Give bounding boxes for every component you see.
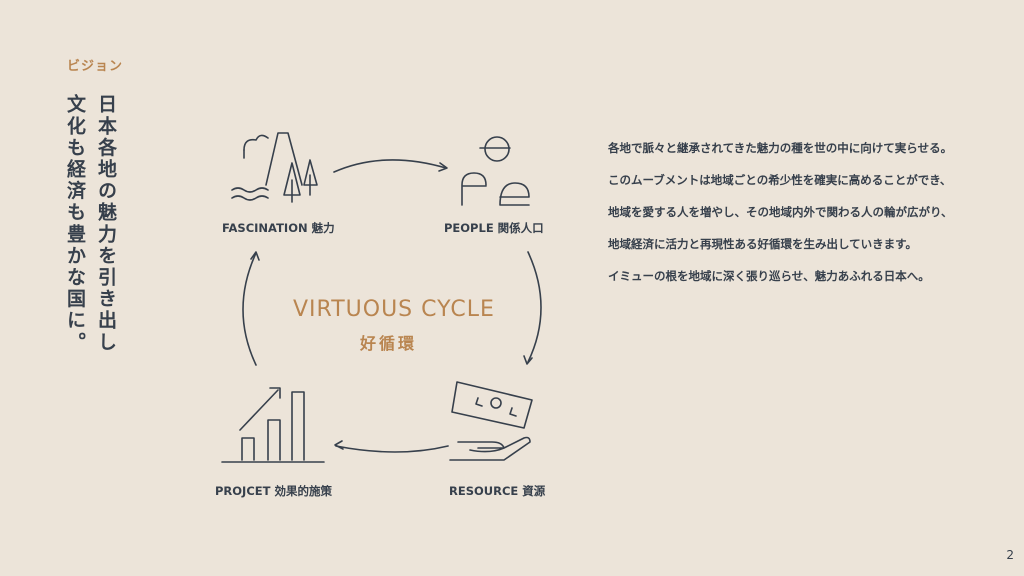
body-line: 地域経済に活力と再現性ある好循環を生み出していきます。 xyxy=(608,237,918,251)
fascination-icon xyxy=(231,132,318,203)
body-line: イミューの根を地域に深く張り巡らせ、魅力あふれる日本へ。 xyxy=(608,269,930,283)
node-label-project: PROJCET 効果的施策 xyxy=(215,484,332,498)
resource-icon xyxy=(449,381,533,461)
project-icon xyxy=(221,387,325,463)
body-paragraph: 各地で脈々と継承されてきた魅力の種を世の中に向けて実らせる。 このムーブメントは… xyxy=(608,132,953,292)
node-label-fascination: FASCINATION 魅力 xyxy=(222,221,335,235)
node-label-resource: RESOURCE 資源 xyxy=(449,484,546,498)
cycle-title-jp: 好循環 xyxy=(360,334,418,353)
body-line: 地域を愛する人を増やし、その地域内外で関わる人の輪が広がり、 xyxy=(608,205,953,219)
node-label-people: PEOPLE 関係人口 xyxy=(444,221,544,235)
body-line: 各地で脈々と継承されてきた魅力の種を世の中に向けて実らせる。 xyxy=(608,141,953,155)
headline-line-1: 日本各地の魅力を引き出し xyxy=(95,94,117,354)
cycle-arrows xyxy=(242,159,542,453)
section-eyebrow: ビジョン xyxy=(67,59,124,74)
body-line: このムーブメントは地域ごとの希少性を確実に高めることができ、 xyxy=(608,173,952,187)
headline-line-2: 文化も経済も豊かな国に。 xyxy=(64,94,86,354)
cycle-title-en: VIRTUOUS CYCLE xyxy=(293,297,495,322)
people-icon xyxy=(461,136,530,206)
page-number: 2 xyxy=(1006,548,1014,562)
